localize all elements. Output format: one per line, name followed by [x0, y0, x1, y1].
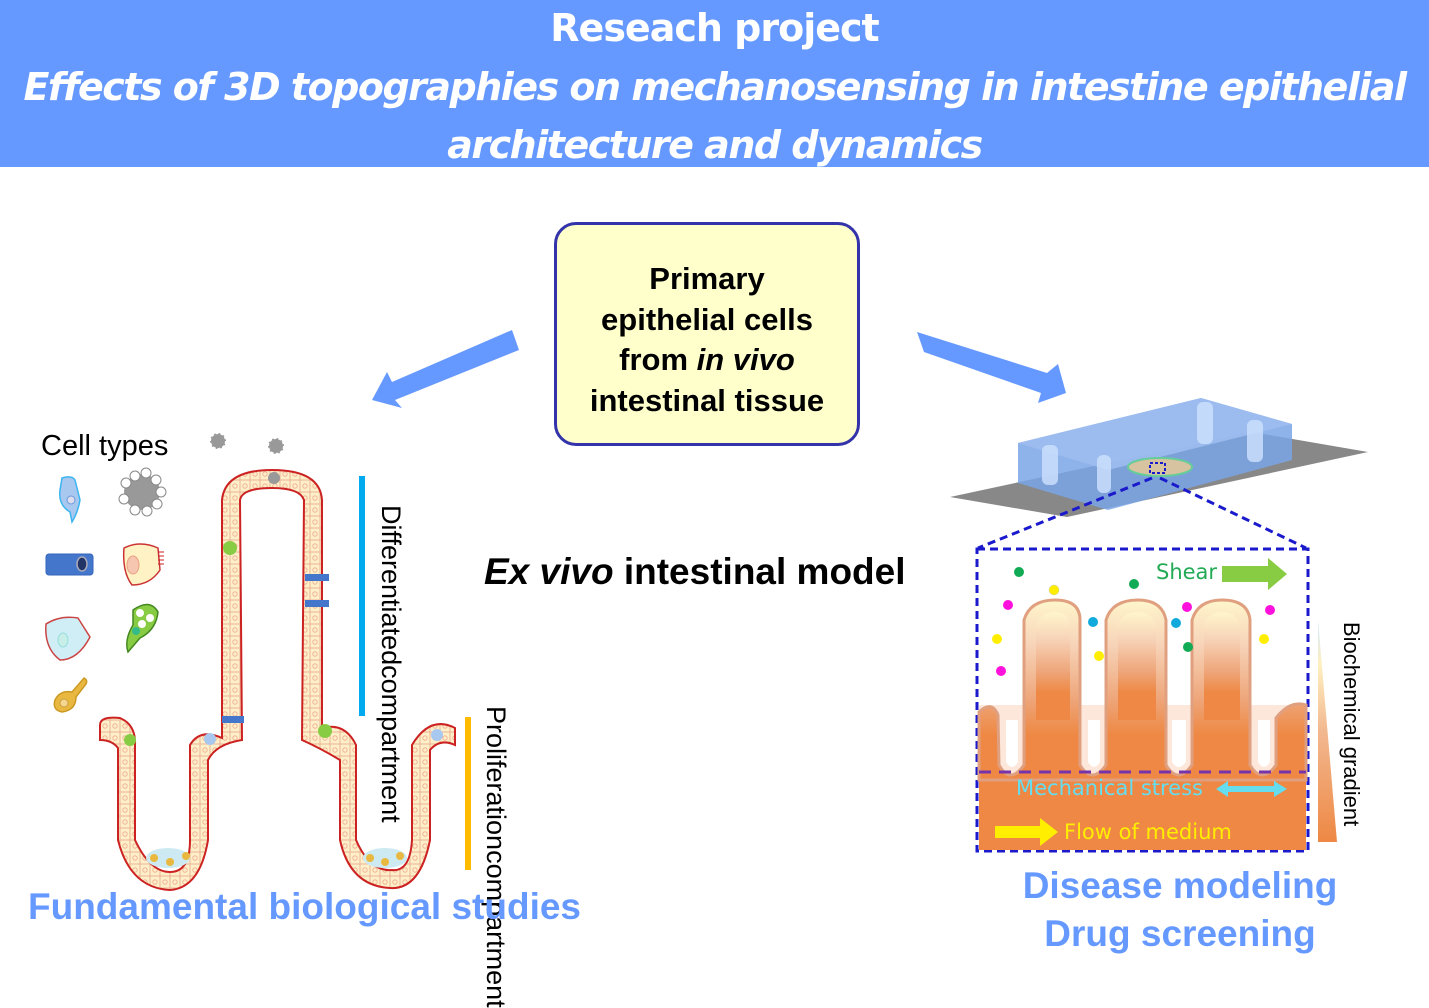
flow-arrow	[995, 818, 1058, 846]
proliferation-label-line2: compartment	[481, 850, 511, 1008]
shear-label: Shear	[1156, 560, 1218, 584]
source-line-3-prefix: from	[619, 342, 697, 377]
extruded-cells-top	[209, 432, 285, 484]
model-label-rest: intestinal model	[613, 551, 906, 592]
transit-amplifying-cell-icon	[45, 616, 91, 661]
shear-arrow	[1222, 558, 1287, 590]
crypt-base-stem-cells	[146, 848, 407, 868]
mechanical-stress-arrow	[1216, 781, 1287, 797]
fundamental-studies-label: Fundamental biological studies	[28, 886, 582, 927]
differentiated-label-line2: compartment	[376, 665, 406, 823]
source-line-3: from in vivo	[557, 340, 857, 381]
model-label-italic: Ex vivo	[484, 551, 614, 592]
enteroendocrine-cell-icon	[45, 553, 94, 576]
mechanical-stress-label: Mechanical stress	[1016, 776, 1203, 800]
disease-modeling-label: Disease modeling	[1022, 865, 1338, 906]
cell-type-icons	[45, 467, 167, 713]
extruding-cell-icon	[118, 467, 167, 517]
left-arrow	[372, 330, 519, 408]
microfluidic-chip	[950, 398, 1368, 517]
source-line-1: Primary	[649, 261, 765, 296]
differentiated-label-line1: Differentiated	[376, 505, 406, 666]
flow-of-medium-label: Flow of medium	[1064, 820, 1232, 844]
project-subtitle: Effects of 3D topographies on mechanosen…	[23, 65, 1407, 167]
applications-label: Disease modeling Drug screening	[990, 862, 1370, 958]
tuft-cell-icon	[58, 476, 81, 525]
enterocyte-icon	[122, 543, 164, 586]
diagram-graphics	[45, 330, 1368, 892]
differentiated-bar	[359, 476, 365, 716]
zoom-indicator-lines	[975, 476, 1310, 853]
source-line-3-italic: in vivo	[696, 342, 795, 377]
crypt-villus-diagram	[99, 432, 456, 892]
biochemical-gradient-label: Biochemical gradient	[1339, 622, 1364, 827]
source-line-4: intestinal tissue	[589, 382, 825, 418]
cell-types-label: Cell types	[41, 430, 169, 462]
biochemical-gradient-wedge	[1318, 620, 1337, 842]
ex-vivo-model-label: Ex vivo intestinal model	[484, 551, 906, 593]
right-arrow	[917, 332, 1066, 403]
paneth-cell-icon	[53, 677, 88, 713]
title-banner: Reseach project Effects of 3D topographi…	[0, 0, 1429, 167]
proliferation-label-line1: Proliferation	[481, 706, 511, 851]
project-title: Reseach project	[550, 6, 879, 50]
proliferation-compartment-label: Proliferationcompartment	[480, 706, 512, 1008]
source-cells-box: Primary epithelial cells from in vivo in…	[554, 222, 860, 446]
drug-screening-label: Drug screening	[1044, 913, 1316, 954]
biochemical-molecules	[992, 567, 1275, 676]
differentiated-compartment-label: Differentiatedcompartment	[375, 505, 407, 823]
proliferation-bar	[465, 717, 471, 870]
zoomed-tissue-model	[977, 598, 1308, 850]
source-line-2: epithelial cells	[601, 301, 813, 337]
goblet-cell-icon	[126, 603, 159, 654]
